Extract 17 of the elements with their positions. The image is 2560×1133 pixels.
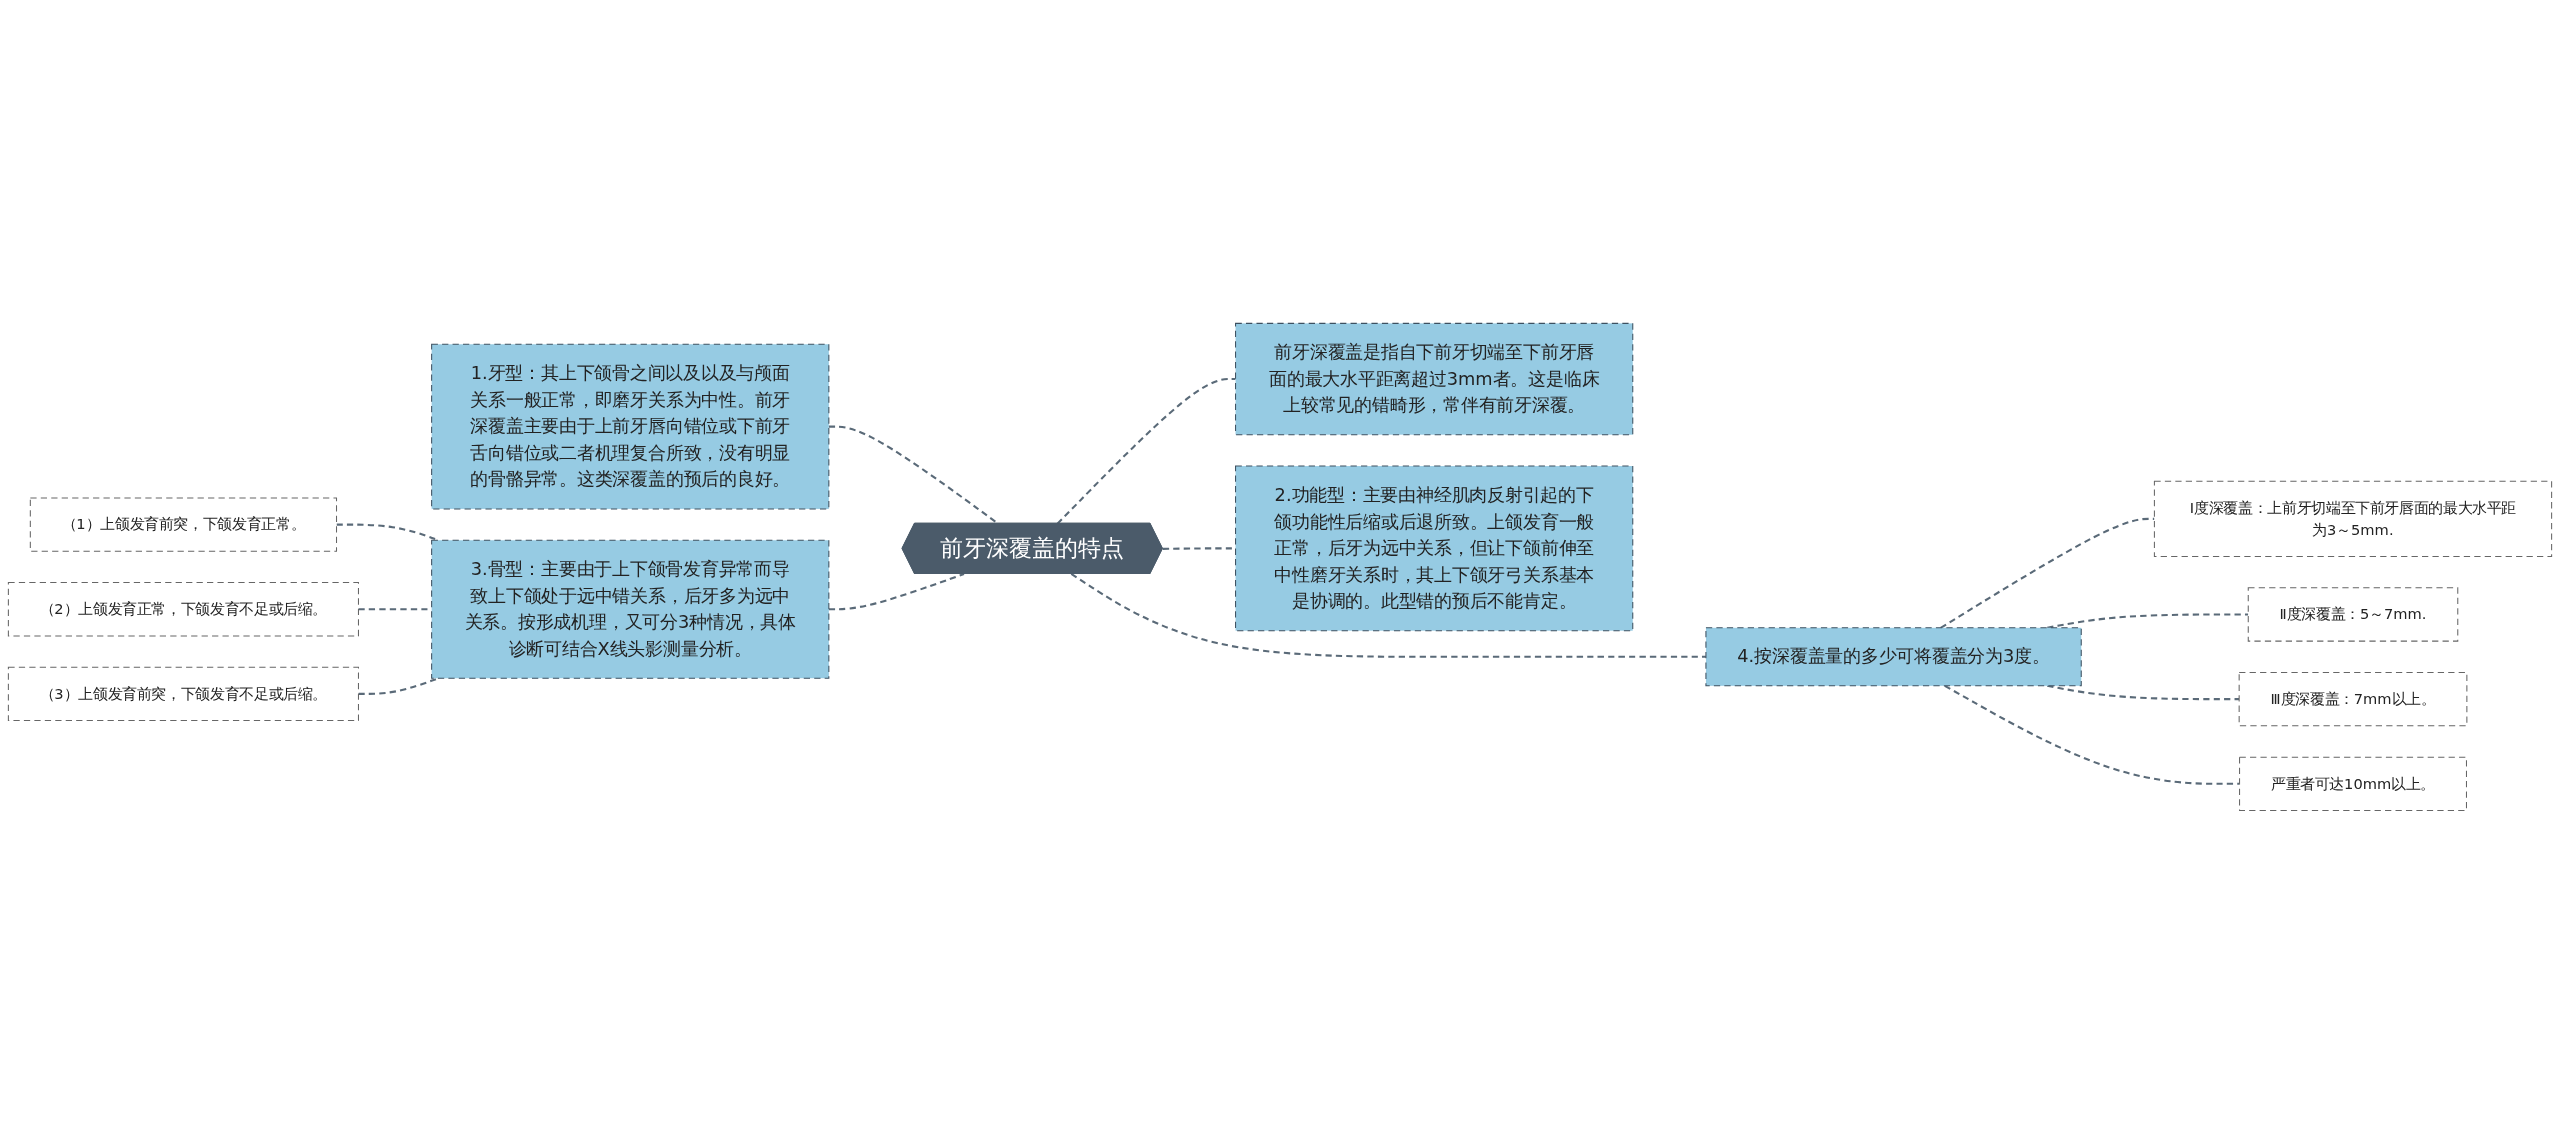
connector xyxy=(358,676,439,695)
connector xyxy=(1070,572,1706,658)
node-box: Ⅱ度深覆盖：5～7mm. xyxy=(2247,586,2459,642)
node-box: （3）上颌发育前突，下颌发育不足或后缩。 xyxy=(7,666,359,721)
node-box: 严重者可达10mm以上。 xyxy=(2239,756,2467,811)
node-box: 4.按深覆盖量的多少可将覆盖分为3度。 xyxy=(1705,626,2082,686)
node-box: 2.功能型：主要由神经肌肉反射引起的下颌功能性后缩或后退所致。上颌发育一般正常，后牙为远中关系，但让下颌前伸至中性磨牙关系时，其上下颌牙弓关系基本是协调的。此型错的预后不能肯定。 xyxy=(1235,465,1634,631)
node-box: Ⅰ度深覆盖：上前牙切端至下前牙唇面的最大水平距为3～5mm. xyxy=(2153,480,2553,557)
connector xyxy=(2047,684,2240,700)
node-box: 1.牙型：其上下颌骨之间以及以及与颅面关系一般正常，即磨牙关系为中性。前牙深覆盖主要由于上前牙唇向错位或下前牙舌向错位或二者机理复合所致，没有明显的骨骼异常。这类深覆盖的预后的良好。 xyxy=(431,343,830,509)
node-box: （2）上颌发育正常，下颌发育不足或后缩。 xyxy=(7,581,359,636)
node-box: （1）上颌发育前突，下颌发育正常。 xyxy=(29,496,338,552)
connector xyxy=(1944,684,2240,785)
connector xyxy=(828,572,965,610)
node-box: Ⅲ度深覆盖：7mm以上。 xyxy=(2238,671,2468,726)
node-box: 前牙深覆盖是指自下前牙切端至下前牙唇面的最大水平距离超过3mm者。这是临床上较常见的错畸形，常伴有前牙深覆。 xyxy=(1235,322,1634,435)
node-box: 3.骨型：主要由于上下颌骨发育异常而导致上下颌处于远中错关系，后牙多为远中关系。按形成机理，又可分3种情况，具体诊断可结合X线头影测量分析。 xyxy=(431,539,830,679)
